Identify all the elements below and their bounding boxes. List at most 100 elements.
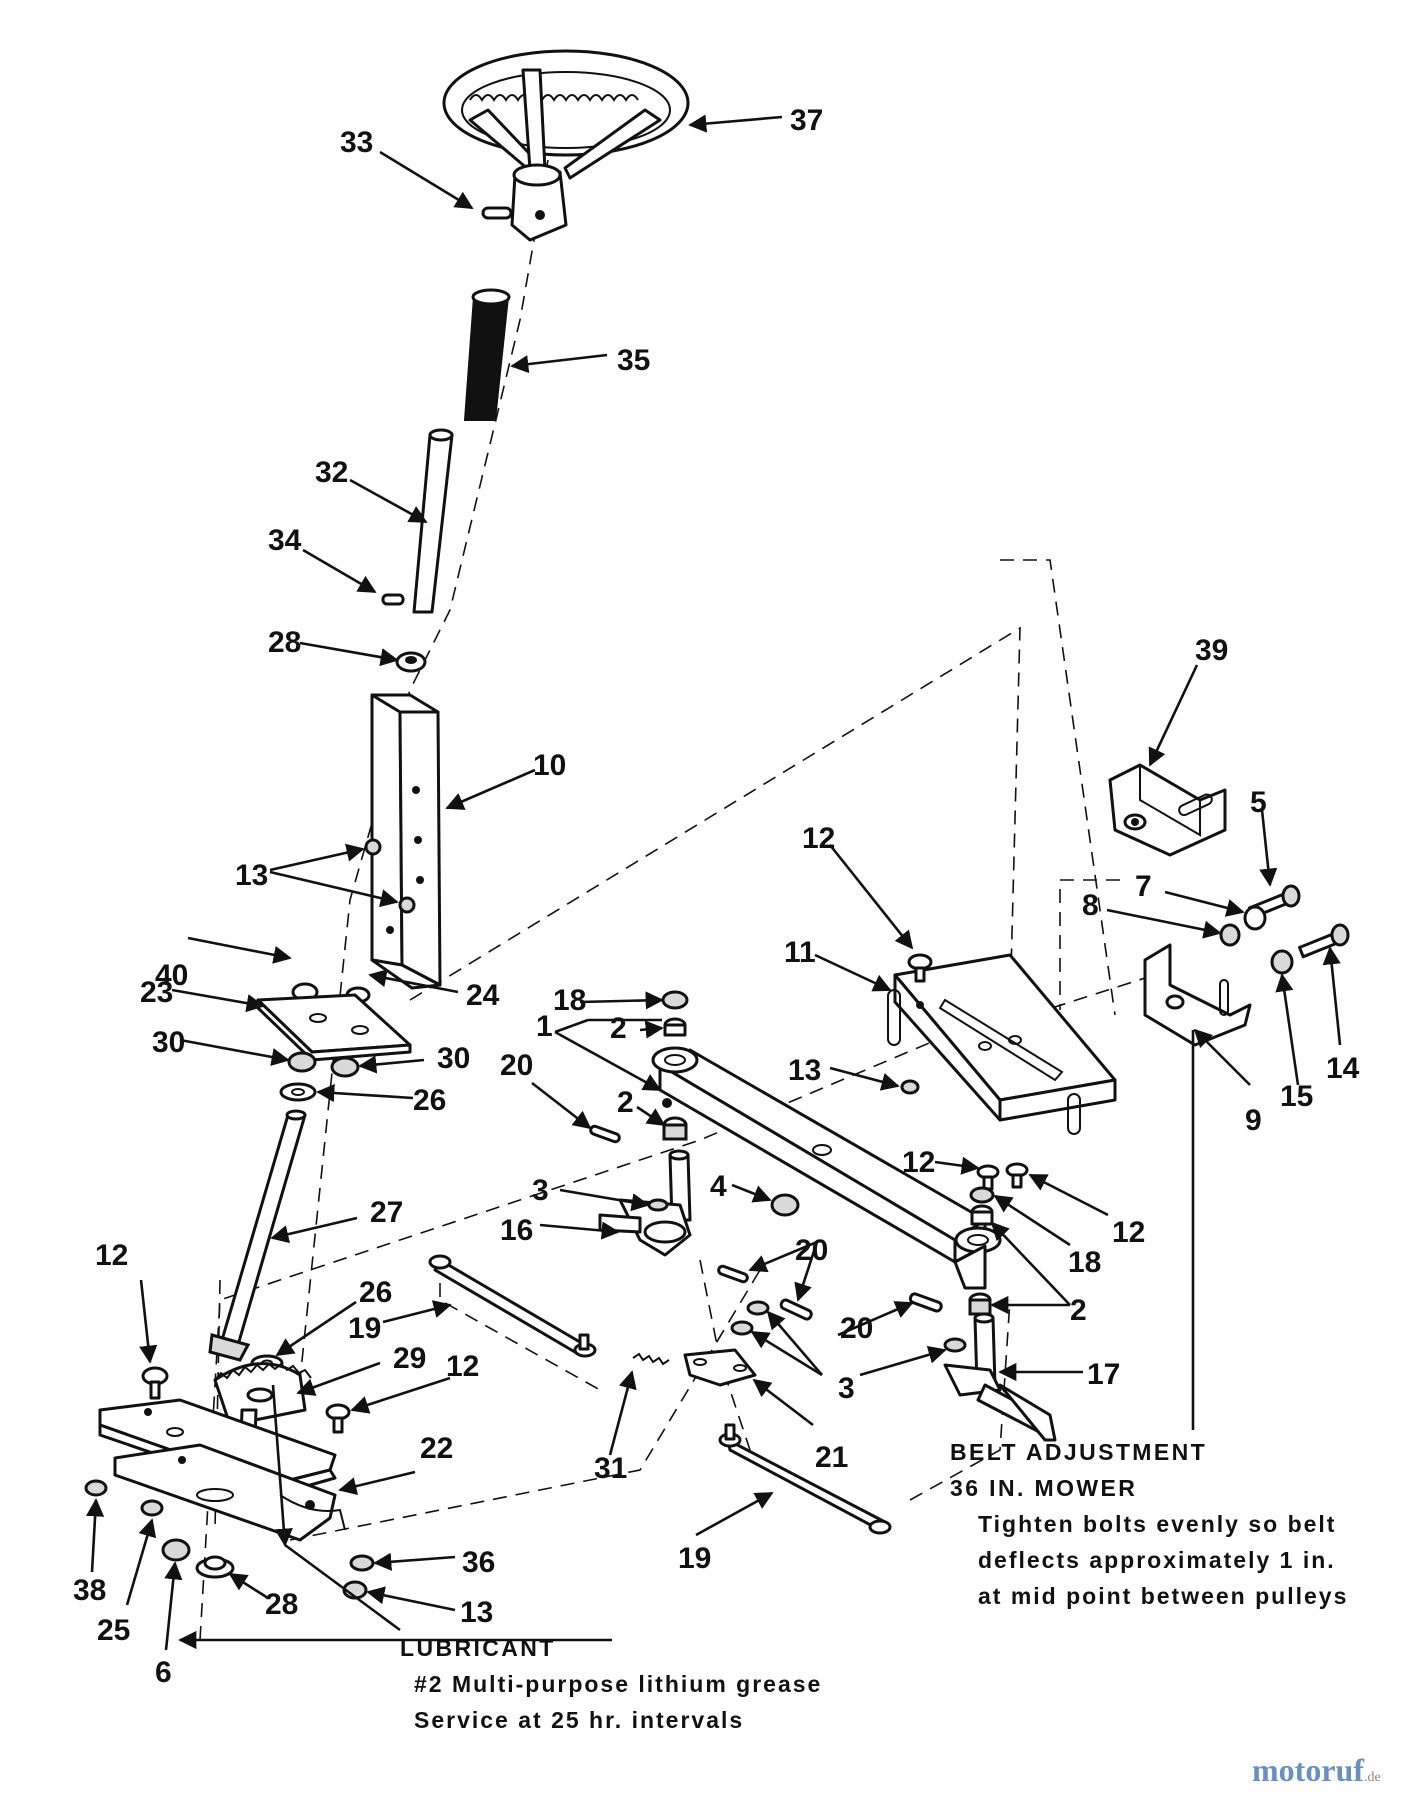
hex-nut [969, 1186, 995, 1204]
lock-nut [287, 1051, 317, 1073]
callout-30: 30 [152, 1026, 185, 1059]
cotter-pin [779, 1298, 813, 1321]
callout-18: 18 [1068, 1246, 1101, 1279]
callout-40: 40 [155, 959, 188, 992]
belt-line-2: deflects approximately 1 in. [978, 1547, 1336, 1573]
watermark-brand: motoruf [1252, 1752, 1364, 1788]
spindle-right [943, 1312, 1057, 1442]
callout-labels: 1 2 2 2 3 3 4 5 6 7 8 9 10 11 12 12 12 1… [73, 104, 1360, 1689]
woodruff-key [381, 593, 405, 606]
callout-23: 23 [140, 976, 173, 1009]
belt-line-3: at mid point between pulleys [978, 1583, 1349, 1609]
callout-20: 20 [795, 1234, 828, 1267]
callout-20: 20 [500, 1049, 533, 1082]
carriage-bolt [907, 953, 933, 983]
callout-30: 30 [437, 1042, 470, 1075]
hex-nut [900, 1079, 920, 1095]
cotter-pin [908, 1292, 943, 1313]
lubricant-note: LUBRICANT #2 Multi-purpose lithium greas… [400, 1630, 822, 1738]
hex-nut [1219, 923, 1241, 947]
washer [730, 1320, 754, 1336]
callout-4: 4 [710, 1170, 727, 1203]
callout-12: 12 [446, 1350, 479, 1383]
axle-bushing [968, 1292, 992, 1316]
mower-bracket-lower [1143, 943, 1252, 1047]
callout-10: 10 [533, 749, 566, 782]
callout-17: 17 [1087, 1358, 1120, 1391]
flange-bushing-lower [195, 1555, 235, 1579]
callout-18: 18 [553, 984, 586, 1017]
callout-5: 5 [1250, 786, 1267, 819]
spring [632, 1352, 670, 1366]
callout-2: 2 [610, 1012, 627, 1045]
callout-34: 34 [268, 524, 302, 557]
callout-11: 11 [784, 936, 816, 969]
washer [746, 1300, 770, 1316]
belt-adjustment-note: BELT ADJUSTMENT 36 IN. MOWER Tighten bol… [950, 1434, 1348, 1614]
callout-1: 1 [536, 1010, 553, 1043]
flange-bushing-upper [395, 651, 427, 673]
axle-support-plate [887, 953, 1117, 1135]
callout-7: 7 [1135, 870, 1152, 903]
carriage-bolt [325, 1403, 351, 1434]
carriage-bolt [1005, 1162, 1029, 1189]
washer [279, 1082, 317, 1102]
leader-lines [86, 114, 1342, 1651]
callout-28: 28 [268, 626, 301, 659]
callout-26: 26 [413, 1084, 446, 1117]
steering-bracket [98, 1398, 346, 1542]
axle-bushing [970, 1204, 994, 1226]
callout-12: 12 [1112, 1216, 1145, 1249]
watermark-tld: .de [1363, 1770, 1381, 1785]
roll-pin [481, 206, 513, 220]
washer [349, 1554, 375, 1572]
carriage-bolt [976, 1164, 1000, 1191]
callout-12: 12 [95, 1239, 128, 1272]
callout-35: 35 [617, 344, 650, 377]
hex-nut [770, 1193, 800, 1217]
tie-rod [428, 1254, 597, 1358]
callout-38: 38 [73, 1574, 106, 1607]
callout-9: 9 [1245, 1104, 1262, 1137]
carriage-bolt [141, 1366, 169, 1400]
pinion-shaft [208, 1109, 307, 1362]
hex-nut [1270, 949, 1294, 975]
washer [943, 1337, 967, 1353]
front-axle [651, 1046, 1002, 1290]
callout-12: 12 [802, 822, 835, 855]
hex-nut [364, 838, 382, 856]
callout-13: 13 [460, 1596, 493, 1629]
callout-14: 14 [1326, 1052, 1360, 1085]
lubricant-line-2: Service at 25 hr. intervals [414, 1707, 745, 1733]
lock-nut [330, 1056, 360, 1078]
watermark-logo: motoruf.de [1252, 1752, 1381, 1789]
callout-32: 32 [315, 456, 348, 489]
axle-bushing [662, 1116, 688, 1141]
cotter-pin [717, 1264, 749, 1284]
steering-column [370, 693, 442, 990]
callout-37: 37 [790, 104, 823, 137]
callout-39: 39 [1195, 634, 1228, 667]
callout-19: 19 [348, 1312, 381, 1345]
callout-29: 29 [393, 1342, 426, 1375]
lubricant-heading: LUBRICANT [400, 1635, 556, 1661]
mower-bracket-upper [1108, 763, 1227, 857]
belt-line-1: Tighten bolts evenly so belt [978, 1511, 1337, 1537]
mounting-plate [256, 993, 412, 1062]
callout-2: 2 [1070, 1294, 1087, 1327]
belt-heading-1: BELT ADJUSTMENT [950, 1439, 1208, 1465]
hex-nut [84, 1479, 108, 1497]
hex-bolt [1298, 923, 1350, 959]
callout-24: 24 [466, 979, 500, 1012]
callout-21: 21 [815, 1441, 848, 1474]
lubricant-line-1: #2 Multi-purpose lithium grease [414, 1671, 823, 1697]
spindle-left [598, 1149, 692, 1257]
hex-nut [161, 1538, 191, 1562]
lock-washer [1243, 905, 1267, 931]
cotter-pin [589, 1124, 621, 1144]
grip-sleeve [463, 288, 511, 421]
callout-12: 12 [902, 1146, 935, 1179]
callout-20: 20 [840, 1312, 873, 1345]
callout-25: 25 [97, 1614, 130, 1647]
